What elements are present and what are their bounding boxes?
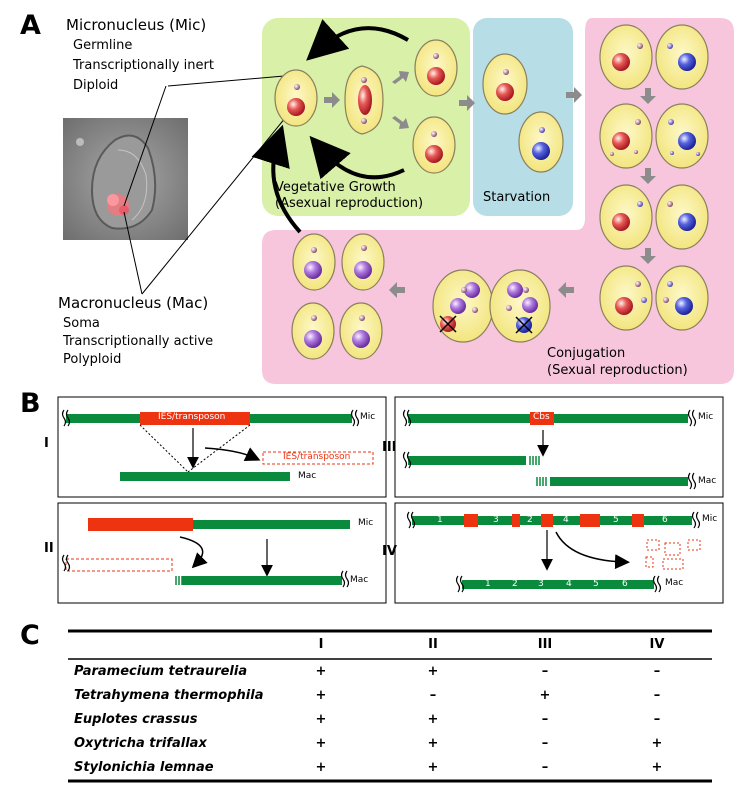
iv-mic-seg-6: 6	[662, 515, 668, 525]
box-ii	[57, 502, 387, 604]
iv-mac-seg-4: 4	[566, 579, 572, 589]
iv-mic-seg-5: 5	[613, 515, 619, 525]
mac-prop-1: Soma	[63, 316, 100, 331]
mic-pointer-line	[167, 75, 285, 87]
roman-ii: II	[44, 541, 54, 556]
box-iii	[394, 396, 724, 498]
mic-tag-ii: Mic	[358, 518, 374, 528]
mac-prop-2: Transcriptionally active	[63, 334, 214, 349]
cbs-label: Cbs	[533, 412, 550, 422]
excised-ies	[262, 451, 374, 465]
iv-mic-seg-2: 2	[527, 515, 533, 525]
conjugation-return-arrow	[251, 124, 302, 234]
roman-iv: IV	[382, 544, 397, 559]
mic-prop-1: Germline	[73, 38, 133, 53]
iv-mac-seg-2: 2	[512, 579, 518, 589]
mic-tag-iii: Mic	[698, 412, 714, 422]
mac-tag-i: Mac	[298, 471, 317, 481]
iv-mac-seg-3: 3	[538, 579, 544, 589]
vegetative-label-1: Vegetative Growth	[275, 180, 396, 195]
iv-mic-seg-3: 3	[493, 515, 499, 525]
excised-ies-label: IES/transposon	[283, 452, 351, 462]
panel-label-c: C	[20, 620, 40, 651]
vegetative-label-2: (Asexual reproduction)	[275, 196, 424, 211]
iv-mic-seg-4: 4	[563, 515, 569, 525]
vegetative-cells	[274, 39, 458, 174]
excised-end	[65, 558, 173, 572]
iv-mic-seg-1: 1	[437, 515, 443, 525]
chromosome-end-marks	[61, 409, 701, 593]
mic-tag-iv: Mic	[702, 514, 718, 524]
progeny-cells	[291, 233, 385, 360]
mic-pointer-line-2	[123, 85, 167, 207]
box-iv	[394, 502, 724, 604]
progression-arrows	[324, 71, 656, 298]
scheme-ii	[65, 518, 350, 585]
iv-mac-seg-5: 5	[593, 579, 599, 589]
iv-mac-seg-1: 1	[485, 579, 491, 589]
panel-label-b: B	[20, 388, 41, 419]
mac-tag-iv: Mac	[665, 578, 684, 588]
mic-prop-3: Diploid	[73, 78, 119, 93]
mic-prop-2: Transcriptionally inert	[73, 58, 214, 73]
tetrahymena-micrograph	[63, 118, 188, 240]
mac-prop-3: Polyploid	[63, 352, 122, 367]
box-i	[57, 396, 387, 498]
panel-a	[63, 18, 734, 384]
roman-iii: III	[382, 440, 397, 455]
starvation-label: Starvation	[483, 190, 551, 205]
mac-pointer-line	[123, 211, 143, 295]
cycle-arrow-bottom	[309, 135, 405, 180]
mac-tag-iii: Mac	[698, 476, 717, 486]
starvation-cells	[482, 53, 564, 173]
mic-title: Micronucleus (Mic)	[66, 16, 207, 34]
panel-c-rules	[68, 629, 712, 783]
cbs-element	[530, 412, 554, 425]
mac-title: Macronucleus (Mac)	[58, 294, 209, 312]
mac-tag-ii: Mac	[350, 575, 369, 585]
panel-label-a: A	[20, 10, 41, 41]
mic-tag-i: Mic	[360, 412, 376, 422]
ies-element	[140, 412, 250, 425]
roman-i: I	[44, 436, 49, 451]
conjugation-pairs	[599, 24, 709, 331]
ies-label: IES/transposon	[158, 412, 226, 422]
scheme-i	[66, 412, 374, 481]
conjugation-label-1: Conjugation	[547, 346, 626, 361]
cycle-arrow-top	[306, 19, 410, 61]
conjugation-label-2: (Sexual reproduction)	[547, 363, 688, 378]
scheme-iii	[408, 412, 688, 486]
exconjugant-pair	[432, 269, 551, 343]
scheme-iv	[412, 514, 701, 589]
starvation-region	[473, 18, 573, 216]
panel-b	[57, 396, 724, 604]
iv-mac-seg-6: 6	[622, 579, 628, 589]
